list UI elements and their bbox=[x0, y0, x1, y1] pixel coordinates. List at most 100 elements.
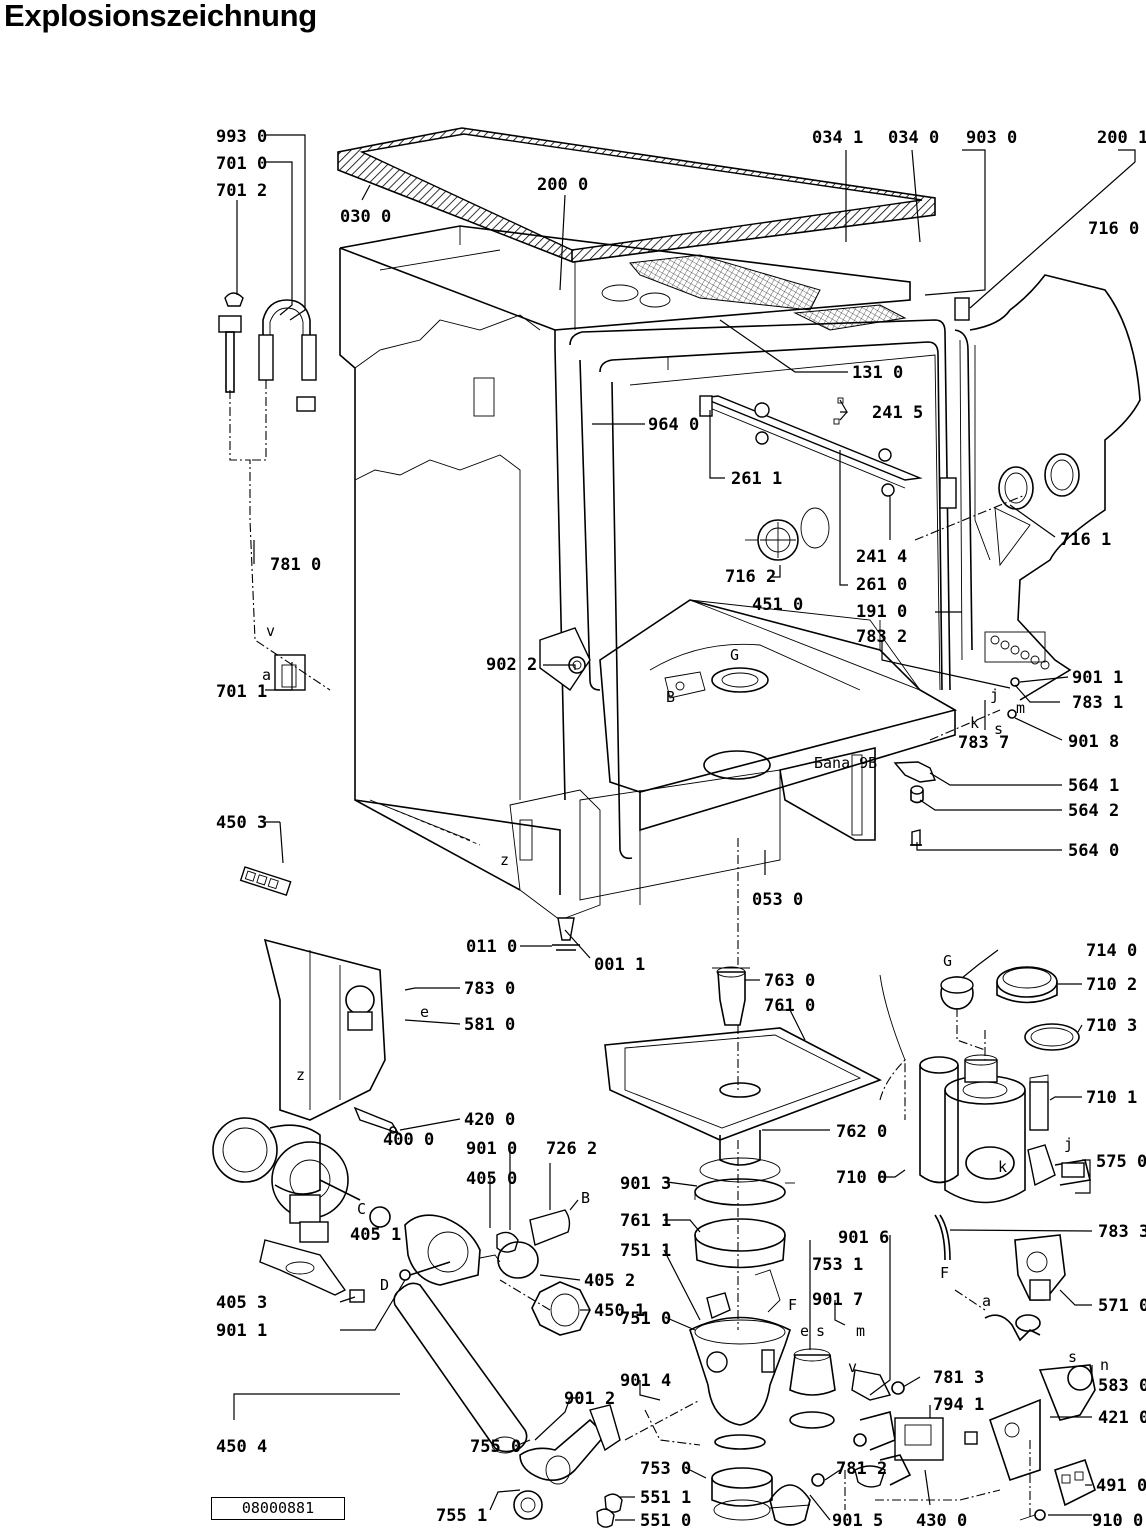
label-491-0: 491 0 bbox=[1096, 1476, 1146, 1496]
letter-m2: m bbox=[856, 1322, 865, 1340]
page-title: Explosionszeichnung bbox=[4, 0, 317, 33]
label-581-0: 581 0 bbox=[464, 1015, 515, 1035]
label-571-0: 571 0 bbox=[1098, 1296, 1146, 1316]
label-241-4: 241 4 bbox=[856, 547, 907, 567]
rail-part bbox=[699, 395, 923, 497]
cabinet-part bbox=[339, 225, 911, 895]
label-902-2: 902 2 bbox=[486, 655, 537, 675]
label-781-0: 781 0 bbox=[270, 555, 321, 575]
label-450-4: 450 4 bbox=[216, 1437, 267, 1457]
side-panel-part bbox=[745, 274, 1141, 701]
label-564-2: 564 2 bbox=[1068, 801, 1119, 821]
label-405-1: 405 1 bbox=[350, 1225, 401, 1245]
label-575-0: 575 0 bbox=[1096, 1152, 1146, 1172]
label-751-0: 751 0 bbox=[620, 1309, 671, 1329]
label-011-0: 011 0 bbox=[466, 937, 517, 957]
letter-f2: F bbox=[940, 1264, 949, 1282]
label-783-2: 783 2 bbox=[856, 627, 907, 647]
label-783-3: 783 3 bbox=[1098, 1222, 1146, 1242]
label-191-0: 191 0 bbox=[856, 602, 907, 622]
label-701-1: 701 1 bbox=[216, 682, 267, 702]
label-564-1: 564 1 bbox=[1068, 776, 1119, 796]
letter-s2: s bbox=[816, 1322, 825, 1340]
label-001-1: 001 1 bbox=[594, 955, 645, 975]
label-964-0: 964 0 bbox=[648, 415, 699, 435]
worktop-part bbox=[337, 127, 936, 263]
label-451-0: 451 0 bbox=[752, 595, 803, 615]
filter-column-part bbox=[604, 966, 882, 1521]
label-716-0: 716 0 bbox=[1088, 219, 1139, 239]
label-430-0: 430 0 bbox=[916, 1511, 967, 1531]
pump-part bbox=[212, 1117, 501, 1303]
label-763-0: 763 0 bbox=[764, 971, 815, 991]
letter-d: D bbox=[380, 1276, 389, 1294]
label-761-0: 761 0 bbox=[764, 996, 815, 1016]
label-261-0: 261 0 bbox=[856, 575, 907, 595]
label-783-0: 783 0 bbox=[464, 979, 515, 999]
leader-lines bbox=[233, 134, 1136, 1521]
letter-e2: e bbox=[800, 1322, 809, 1340]
label-710-2: 710 2 bbox=[1086, 975, 1137, 995]
door-frame-part bbox=[569, 319, 973, 860]
connection-letters: v a z B G k j m s e z G k j B C D F e s … bbox=[262, 622, 1109, 1376]
label-753-0: 753 0 bbox=[640, 1459, 691, 1479]
label-420-0: 420 0 bbox=[464, 1110, 515, 1130]
label-901-5: 901 5 bbox=[832, 1511, 883, 1531]
label-903-0: 903 0 bbox=[966, 128, 1017, 148]
label-781-2: 781 2 bbox=[836, 1459, 887, 1479]
label-701-0: 701 0 bbox=[216, 154, 267, 174]
label-034-0: 034 0 bbox=[888, 128, 939, 148]
label-753-1: 753 1 bbox=[812, 1255, 863, 1275]
letter-v2: v bbox=[848, 1358, 857, 1376]
letter-j2: j bbox=[1064, 1135, 1073, 1153]
label-034-1: 034 1 bbox=[812, 128, 863, 148]
letter-a2: a bbox=[982, 1292, 991, 1310]
label-551-1: 551 1 bbox=[640, 1488, 691, 1508]
letter-e: e bbox=[420, 1003, 429, 1021]
letter-c: C bbox=[357, 1200, 366, 1218]
label-131-0: 131 0 bbox=[852, 363, 903, 383]
plinth-part bbox=[239, 746, 936, 951]
label-710-0: 710 0 bbox=[836, 1168, 887, 1188]
drawing-number-box: 08000881 bbox=[211, 1497, 345, 1520]
label-405-3: 405 3 bbox=[216, 1293, 267, 1313]
label-755-1: 755 1 bbox=[436, 1506, 487, 1526]
label-551-0: 551 0 bbox=[640, 1511, 691, 1531]
label-716-2: 716 2 bbox=[725, 567, 776, 587]
label-901-1b: 901 1 bbox=[216, 1321, 267, 1341]
label-755-0: 755 0 bbox=[470, 1437, 521, 1457]
label-781-3: 781 3 bbox=[933, 1368, 984, 1388]
letter-j: j bbox=[990, 686, 999, 704]
label-901-4: 901 4 bbox=[620, 1371, 671, 1391]
parts-layer bbox=[212, 127, 1141, 1528]
label-901-1: 901 1 bbox=[1072, 668, 1123, 688]
label-200-0: 200 0 bbox=[537, 175, 588, 195]
label-901-3: 901 3 bbox=[620, 1174, 671, 1194]
letter-n: n bbox=[1100, 1356, 1109, 1374]
label-200-1: 200 1 bbox=[1097, 128, 1146, 148]
label-261-1: 261 1 bbox=[731, 469, 782, 489]
control-bracket-part bbox=[263, 938, 400, 1135]
label-583-0: 583 0 bbox=[1098, 1376, 1146, 1396]
water-softener-part bbox=[919, 966, 1091, 1261]
label-901-0: 901 0 bbox=[466, 1139, 517, 1159]
label-241-5: 241 5 bbox=[872, 403, 923, 423]
label-794-1: 794 1 bbox=[933, 1395, 984, 1415]
letter-z: z bbox=[500, 851, 509, 869]
part-labels: 993 0 701 0 701 2 030 0 200 0 034 1 034 … bbox=[216, 127, 1146, 1531]
label-761-1: 761 1 bbox=[620, 1211, 671, 1231]
letter-m: m bbox=[1016, 699, 1025, 717]
label-783-1: 783 1 bbox=[1072, 693, 1123, 713]
letter-g: G bbox=[730, 646, 739, 664]
letter-b2: B bbox=[581, 1189, 590, 1207]
letter-k2: k bbox=[998, 1158, 1007, 1176]
label-053-0: 053 0 bbox=[752, 890, 803, 910]
label-400-0: 400 0 bbox=[383, 1130, 434, 1150]
label-714-0: 714 0 bbox=[1086, 941, 1137, 961]
letter-g2: G bbox=[943, 952, 952, 970]
label-716-1: 716 1 bbox=[1060, 530, 1111, 550]
label-421-0: 421 0 bbox=[1098, 1408, 1146, 1428]
label-710-1: 710 1 bbox=[1086, 1088, 1137, 1108]
letter-v: v bbox=[266, 622, 275, 640]
